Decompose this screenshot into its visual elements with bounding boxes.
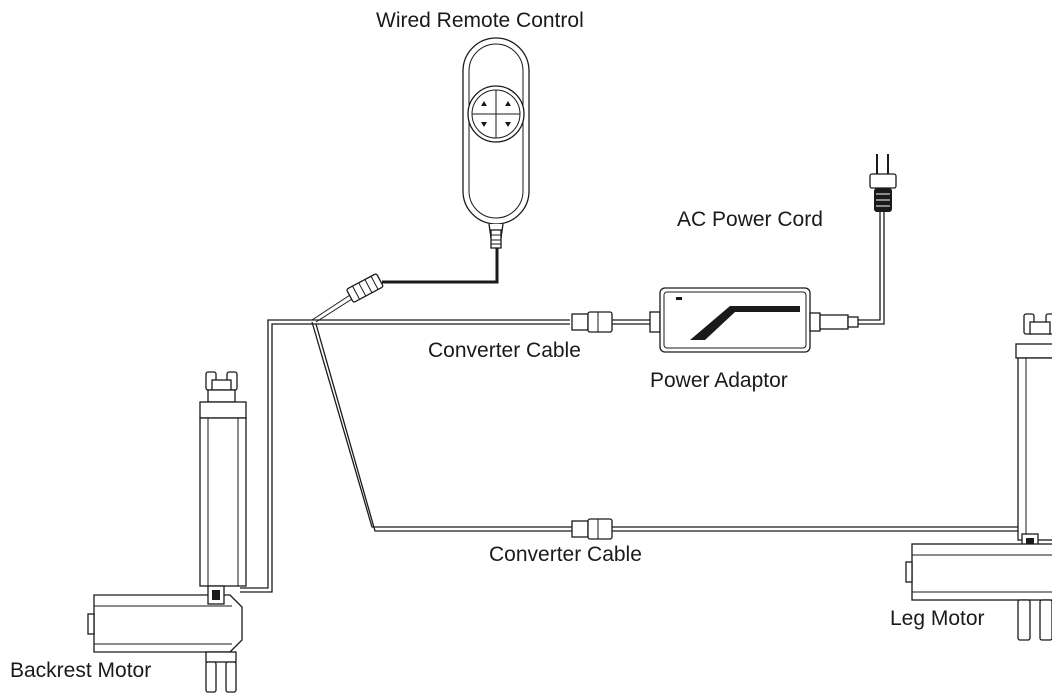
bottom-converter-cable	[311, 321, 572, 528]
leg-motor	[905, 313, 1052, 641]
cables	[240, 210, 1031, 593]
ac-cable	[858, 210, 881, 321]
ac-cord-label: AC Power Cord	[677, 208, 823, 231]
top-converter-plug	[571, 311, 613, 333]
backrest-motor	[87, 371, 247, 693]
leg-motor-label: Leg Motor	[890, 607, 985, 630]
ac-plug	[869, 154, 897, 212]
remote-cable	[382, 248, 499, 284]
power-adaptor	[649, 287, 859, 353]
converter-cable-bottom-label: Converter Cable	[489, 543, 642, 566]
splitter-branch	[311, 294, 351, 321]
wired-remote	[462, 37, 530, 249]
backrest-cable	[240, 319, 312, 589]
converter-cable-top-label: Converter Cable	[428, 339, 581, 362]
remote-label: Wired Remote Control	[376, 9, 584, 32]
power-adaptor-label: Power Adaptor	[650, 369, 788, 392]
splitter-connector	[346, 273, 384, 303]
bottom-converter-plug	[571, 518, 613, 540]
backrest-motor-label: Backrest Motor	[10, 659, 152, 682]
